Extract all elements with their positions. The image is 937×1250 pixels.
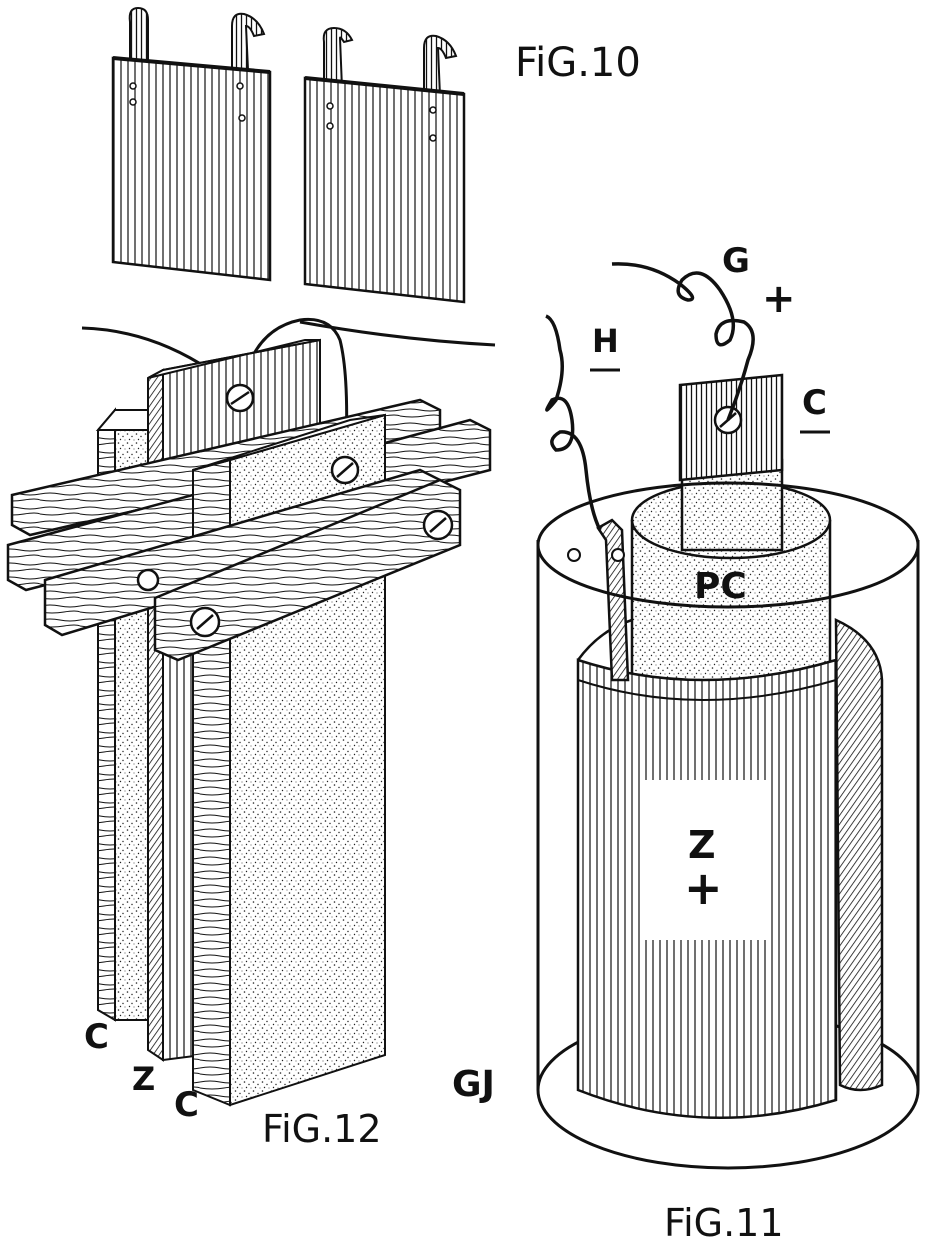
zinc-strip bbox=[596, 518, 630, 682]
fig12-group: C Z C FiG.12 bbox=[6, 317, 496, 1151]
glass-jar-rim bbox=[536, 481, 920, 609]
screw-icon bbox=[136, 568, 160, 592]
fig11-label-g: G bbox=[722, 241, 750, 281]
hook-icon bbox=[231, 12, 266, 71]
fig11-label-z-sign: + bbox=[684, 861, 723, 915]
fig11-caption: FiG.11 bbox=[664, 1201, 784, 1245]
hook-icon bbox=[322, 26, 354, 89]
fig11-label-z: Z bbox=[688, 823, 716, 867]
fig11-label-pc: PC bbox=[694, 566, 747, 607]
fig10-group: FiG.10 bbox=[111, 6, 641, 304]
fig12-label-c-right: C bbox=[174, 1085, 199, 1125]
fig10-left-plate bbox=[111, 6, 272, 282]
fig10-right-plate bbox=[303, 26, 466, 304]
fig12-label-z: Z bbox=[132, 1060, 155, 1098]
fig12-wire-loop bbox=[238, 317, 349, 471]
fig11-wire-g bbox=[611, 262, 755, 421]
fig11-label-gj: GJ bbox=[452, 1064, 495, 1105]
hook-icon bbox=[128, 6, 149, 71]
fig11-label-c: C bbox=[802, 383, 827, 423]
fig11-group: G + C H PC Z + GJ FiG.11 bbox=[452, 241, 920, 1245]
fig12-label-c-left: C bbox=[84, 1017, 109, 1057]
hook-icon bbox=[423, 34, 458, 97]
fig11-wire-h bbox=[545, 314, 602, 531]
fig12-caption: FiG.12 bbox=[262, 1107, 382, 1151]
fig11-label-h: H bbox=[592, 322, 619, 360]
fig12-wire-right bbox=[299, 320, 496, 347]
fig11-label-g-sign: + bbox=[762, 276, 796, 322]
fig10-caption: FiG.10 bbox=[515, 40, 641, 86]
